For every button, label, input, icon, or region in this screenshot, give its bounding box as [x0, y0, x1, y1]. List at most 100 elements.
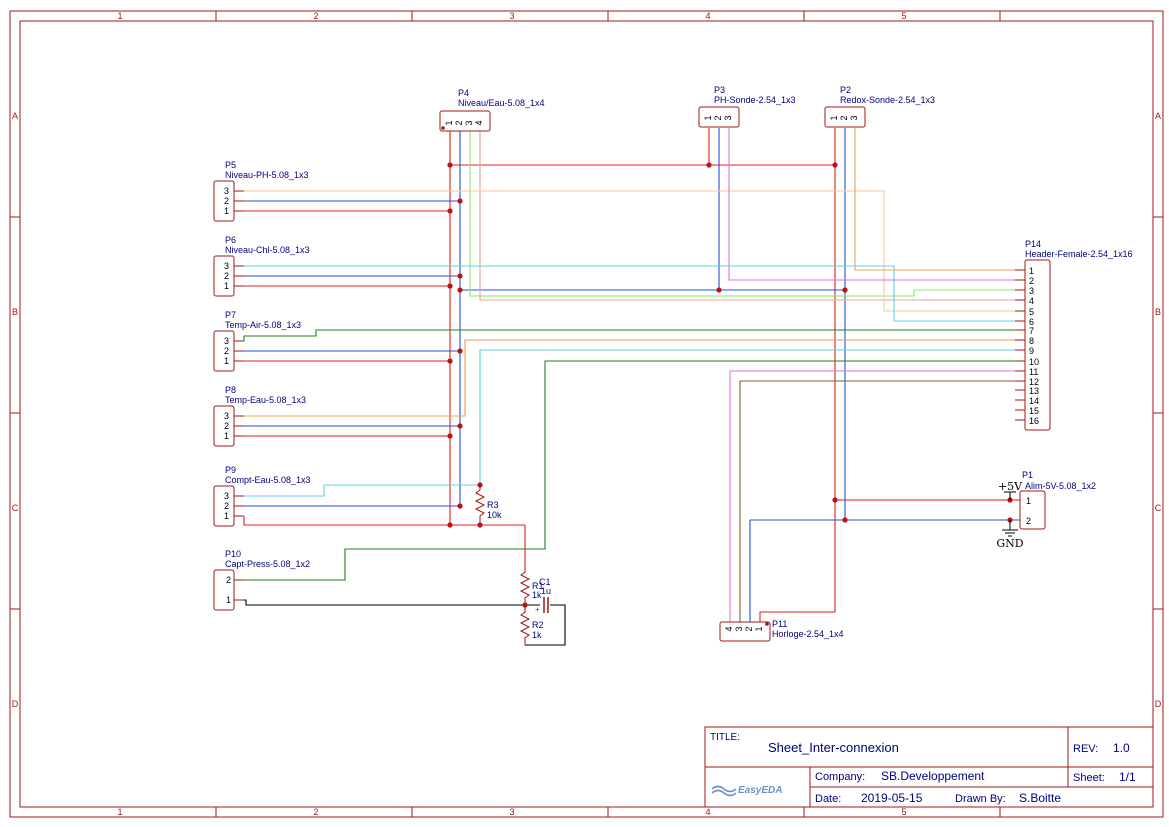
p1-pin-1: 1	[1026, 496, 1031, 506]
wires-red	[243, 128, 1020, 622]
p10-ref: P10	[225, 549, 241, 559]
col-label-3-top: 3	[509, 11, 514, 21]
sheet-title: Sheet_Inter-connexion	[768, 740, 899, 755]
sheet-label: Sheet:	[1073, 772, 1105, 784]
gnd-symbol: GND	[996, 520, 1024, 550]
connector-p2[interactable]: P2 Redox-Sonde-2.54_1x3 1 2 3	[824, 85, 935, 128]
p3-pin-1: 1	[703, 115, 713, 120]
p7-pin-3: 3	[224, 336, 229, 346]
row-label-b-right: B	[1155, 307, 1161, 317]
wire-p9-3	[244, 349, 1020, 497]
p3-value: PH-Sonde-2.54_1x3	[714, 95, 796, 105]
p6-ref: P6	[225, 235, 236, 245]
wire-p10-2	[244, 360, 1020, 581]
p14-pin-11: 11	[1029, 367, 1038, 377]
p9-ref: P9	[225, 465, 236, 475]
sheet-value: 1/1	[1119, 770, 1136, 784]
p11-ref: P11	[772, 619, 787, 629]
p7-value: Temp-Air-5.08_1x3	[225, 320, 301, 330]
p1-ref: P1	[1022, 470, 1033, 480]
connector-p14[interactable]: P14 Header-Female-2.54_1x16 1 2 3 4 5 6 …	[1015, 239, 1133, 431]
col-label-4-bottom: 4	[705, 807, 710, 817]
capacitor-c1[interactable]: + C1 1u	[535, 577, 551, 614]
col-label-2-bottom: 2	[313, 807, 318, 817]
p1-value: Alim-5V-5.08_1x2	[1025, 481, 1096, 491]
p2-value: Redox-Sonde-2.54_1x3	[840, 95, 935, 105]
row-label-a-left: A	[12, 111, 18, 121]
connector-p11[interactable]: 4 3 2 1 P11 Horloge-2.54_1x4	[719, 619, 844, 642]
p11-value: Horloge-2.54_1x4	[772, 629, 844, 639]
date-label: Date:	[815, 793, 841, 805]
p1-pin-2: 2	[1026, 516, 1031, 526]
p4-pin-1: 1	[444, 120, 454, 125]
p2-pin-2: 2	[839, 115, 849, 120]
c1-value: 1u	[541, 586, 551, 596]
p4-ref: P4	[458, 88, 469, 98]
wire-c1-gnd	[525, 604, 566, 646]
wire-p8-3	[244, 339, 1020, 417]
wire-p11-3	[739, 380, 1020, 622]
p14-pin-9: 9	[1029, 346, 1034, 356]
connector-p8[interactable]: P8 Temp-Eau-5.08_1x3 3 2 1	[213, 385, 306, 447]
p11-pin-2: 2	[744, 626, 754, 631]
connector-p7[interactable]: P7 Temp-Air-5.08_1x3 3 2 1	[213, 310, 301, 372]
company-label: Company:	[815, 771, 865, 783]
col-label-5-bottom: 5	[901, 807, 906, 817]
col-label-2-top: 2	[313, 11, 318, 21]
rev-label: REV:	[1073, 743, 1098, 755]
p4-value: Niveau/Eau-5.08_1x4	[458, 98, 545, 108]
p9-pin-1: 1	[224, 511, 229, 521]
p8-pin-2: 2	[224, 421, 229, 431]
drawn-label: Drawn By:	[955, 793, 1006, 805]
p6-pin-2: 2	[224, 271, 229, 281]
wire-p3-3	[728, 128, 1020, 281]
connector-p1[interactable]: P1 Alim-5V-5.08_1x2 1 2	[1019, 470, 1096, 530]
p5-value: Niveau-PH-5.08_1x3	[225, 170, 309, 180]
p14-pin-4: 4	[1029, 296, 1034, 306]
p9-pin-2: 2	[224, 501, 229, 511]
connector-p4[interactable]: P4 Niveau/Eau-5.08_1x4 1 2 3 4	[439, 88, 545, 132]
gnd-label: GND	[996, 537, 1023, 550]
p4-pin-2: 2	[454, 120, 464, 125]
p8-pin-3: 3	[224, 411, 229, 421]
row-label-c-left: C	[12, 503, 19, 513]
sheet-frame: 1 2 3 4 5 1 2 3 4 5 A B C D A B C D	[9, 10, 1164, 818]
p5-ref: P5	[225, 160, 236, 170]
col-label-4-top: 4	[705, 11, 710, 21]
connector-p10[interactable]: P10 Capt-Press-5.08_1x2 2 1	[213, 549, 310, 611]
col-label-1-top: 1	[117, 11, 122, 21]
p3-pin-2: 2	[713, 115, 723, 120]
resistor-r2[interactable]: R2 1k	[519, 606, 544, 645]
p9-pin-3: 3	[224, 491, 229, 501]
col-label-3-bottom: 3	[509, 807, 514, 817]
p14-pin-6: 6	[1029, 317, 1034, 327]
date-value: 2019-05-15	[861, 791, 923, 805]
connector-p5[interactable]: P5 Niveau-PH-5.08_1x3 3 2 1	[213, 160, 309, 222]
r2-ref: R2	[532, 620, 544, 630]
p11-pin-1: 1	[754, 626, 764, 631]
p4-pin-3: 3	[464, 120, 474, 125]
p14-pin-15: 15	[1029, 406, 1039, 416]
rev-value: 1.0	[1113, 741, 1130, 755]
p5-pin-1: 1	[224, 206, 229, 216]
company-value: SB.Developpement	[881, 769, 985, 783]
p14-pin-3: 3	[1029, 286, 1034, 296]
connector-p6[interactable]: P6 Niveau-Chl-5.08_1x3 3 2 1	[213, 235, 310, 297]
wire-p2-3	[854, 128, 1020, 271]
row-label-a-right: A	[1155, 111, 1161, 121]
resistor-r3[interactable]: R3 10k	[474, 485, 502, 525]
resistor-r1[interactable]: R1 1k	[519, 568, 544, 606]
p8-ref: P8	[225, 385, 236, 395]
left-pin-stubs	[234, 190, 244, 601]
connector-p3[interactable]: P3 PH-Sonde-2.54_1x3 1 2 3	[698, 85, 796, 128]
p2-ref: P2	[840, 85, 851, 95]
vcc-label: +5V	[998, 480, 1023, 493]
col-label-5-top: 5	[901, 11, 906, 21]
p10-value: Capt-Press-5.08_1x2	[225, 559, 310, 569]
p8-value: Temp-Eau-5.08_1x3	[225, 395, 306, 405]
wire-p5-3	[244, 190, 1020, 312]
r3-value: 10k	[487, 510, 502, 520]
p10-pin-2: 2	[226, 575, 231, 585]
p7-ref: P7	[225, 310, 236, 320]
r2-value: 1k	[532, 630, 542, 640]
